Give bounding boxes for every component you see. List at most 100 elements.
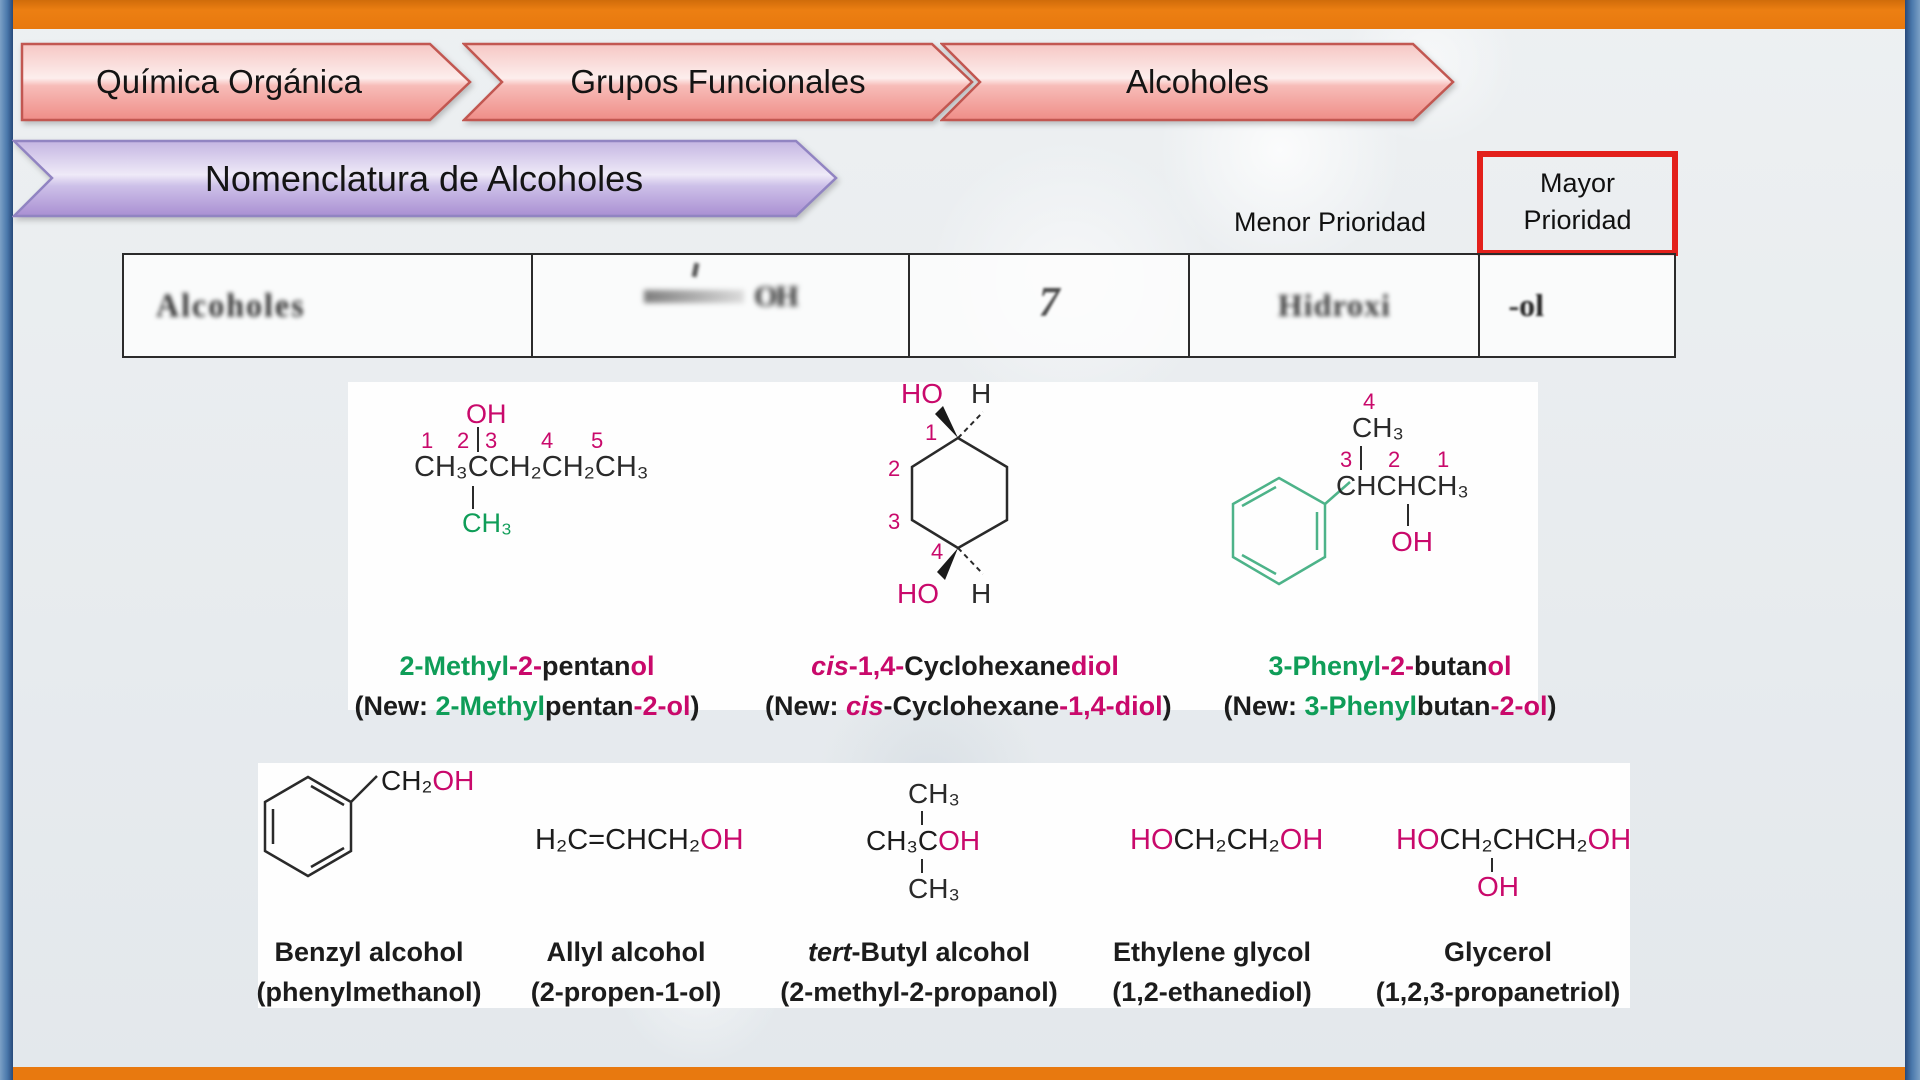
prefix-label: Hidroxi — [1277, 287, 1391, 323]
compound-name-benzyl-alcohol: Benzyl alcohol (phenylmethanol) — [249, 932, 489, 1012]
bond — [1360, 446, 1362, 470]
ethylene-glycol-formula: HOCH₂CH₂OH — [1130, 824, 1324, 856]
bottom-accent-bar — [13, 1067, 1905, 1080]
blur-artifact — [691, 262, 700, 278]
pentanol-formula: CH₃CCH₂CH₂CH₃ — [414, 451, 649, 483]
bond — [921, 811, 923, 825]
hydroxyl-label: OH — [1477, 871, 1519, 902]
carbon-number: 4 — [1363, 389, 1376, 414]
double-bond — [310, 784, 345, 807]
bond — [921, 859, 923, 873]
iupac-name: (2-propen-1-ol) — [530, 977, 722, 1007]
hydroxyl-label: HO — [901, 378, 943, 409]
table-cell-example: 7 — [910, 255, 1191, 356]
carbon-number: 3 — [1340, 447, 1353, 472]
bond-smear-bar — [644, 290, 745, 303]
family-label: Alcoholes — [156, 286, 306, 324]
iupac-name: (2-methyl-2-propanol) — [780, 977, 1058, 1007]
oh-label: OH — [754, 279, 799, 313]
carbon-number: 1 — [925, 420, 938, 445]
right-frame-border — [1905, 0, 1920, 1080]
carbon-number: 4 — [541, 428, 554, 453]
methyl-branch-label: CH₃ — [462, 508, 512, 538]
double-bond — [310, 846, 345, 869]
benzene-ring-black — [263, 775, 378, 878]
dashed-bond — [957, 411, 984, 439]
mayor-prioridad-box: Mayor Prioridad — [1477, 151, 1678, 256]
structures-panel-bottom — [258, 763, 1630, 1008]
name-old: 2-Methyl-2-pentanol — [399, 651, 655, 681]
breadcrumb-label: Grupos Funcionales — [570, 63, 866, 100]
breadcrumb-label: Química Orgánica — [96, 63, 362, 100]
wedge-bond — [937, 548, 958, 580]
functional-group-table: Alcoholes OH 7 Hidroxi -ol — [122, 253, 1676, 358]
table-cell-prefix: Hidroxi — [1190, 255, 1481, 356]
page-title: Nomenclatura de Alcoholes — [204, 157, 644, 199]
title-banner: Nomenclatura de Alcoholes — [10, 139, 838, 218]
compound-name-ethylene-glycol: Ethylene glycol (1,2-ethanediol) — [1082, 932, 1342, 1012]
cyclohexane-ring — [910, 406, 1009, 580]
name-old: 3-Phenyl-2-butanol — [1268, 651, 1512, 681]
hydroxyl-label: HO — [897, 578, 939, 609]
carbon-number: 2 — [457, 428, 470, 453]
benzyl-formula: CH₂OH — [381, 765, 475, 796]
glycerol-formula: HOCH₂CHCH₂OH — [1396, 824, 1632, 856]
compound-name-phenylbutanol: 3-Phenyl-2-butanol (New: 3-Phenylbutan-2… — [1190, 646, 1590, 726]
name-new: (New: 2-Methylpentan-2-ol) — [354, 691, 700, 721]
iupac-name: (1,2,3-propanetriol) — [1375, 977, 1621, 1007]
name-new: (New: 3-Phenylbutan-2-ol) — [1223, 691, 1557, 721]
benzyl-bond — [350, 775, 378, 803]
compound-name-cyclohexanediol: cis-1,4-Cyclohexanediol (New: cis-Cycloh… — [765, 646, 1172, 726]
iupac-name: (1,2-ethanediol) — [1112, 977, 1312, 1007]
hydrogen-label: H — [971, 578, 992, 609]
compound-name-allyl-alcohol: Allyl alcohol (2-propen-1-ol) — [506, 932, 746, 1012]
name-old: cis-1,4-Cyclohexanediol — [811, 651, 1119, 681]
bond — [472, 486, 474, 509]
menor-prioridad-label: Menor Prioridad — [1233, 207, 1427, 237]
compound-name-pentanol: 2-Methyl-2-pentanol (New: 2-Methylpentan… — [347, 646, 707, 726]
breadcrumb-arrow-shape — [20, 42, 472, 122]
hydroxyl-label: OH — [466, 399, 507, 429]
compound-name-tert-butyl-alcohol: tert-Butyl alcohol (2-methyl-2-propanol) — [769, 932, 1069, 1012]
methyl-label: CH₃ — [908, 873, 960, 904]
name-new: (New: cis-Cyclohexane-1,4-diol) — [765, 691, 1172, 721]
breadcrumb-alcoholes: Alcoholes — [940, 42, 1455, 122]
structure-smear: OH — [644, 279, 799, 314]
carbon-number: 3 — [888, 509, 901, 534]
top-accent-bar — [13, 0, 1905, 29]
benzene-ring-green — [1231, 476, 1351, 586]
breadcrumb-arrow-shape — [940, 42, 1455, 122]
hydroxyl-label: OH — [1391, 526, 1433, 557]
suffix-label: -ol — [1508, 287, 1544, 323]
structures-panel-top — [348, 382, 1538, 710]
title-banner-shape — [10, 139, 838, 218]
carbon-number: 4 — [931, 539, 944, 564]
bond — [477, 427, 479, 452]
carbon-number: 1 — [1437, 447, 1450, 472]
double-bond — [1241, 553, 1277, 576]
common-name: Benzyl alcohol — [274, 937, 464, 967]
bond — [1491, 858, 1493, 872]
carbon-number: 2 — [888, 456, 901, 481]
table-cell-suffix: -ol — [1480, 255, 1674, 356]
bond — [1407, 504, 1409, 526]
methyl-label: CH₃ — [908, 778, 960, 809]
carbon-number: 3 — [485, 428, 498, 453]
common-name: Ethylene glycol — [1112, 937, 1312, 967]
breadcrumb-quimica-organica: Química Orgánica — [20, 42, 472, 122]
left-frame-border — [0, 0, 13, 1080]
phenyl-bond — [1324, 481, 1351, 505]
common-name: tert-Butyl alcohol — [807, 937, 1031, 967]
hydrogen-label: H — [971, 378, 992, 409]
methyl-label: CH₃ — [1352, 412, 1404, 443]
dashed-bond — [957, 547, 984, 575]
carbon-number: 2 — [1388, 447, 1401, 472]
breadcrumb-label: Alcoholes — [1125, 63, 1270, 100]
carbon-number: 5 — [591, 428, 604, 453]
allyl-formula: H₂C=CHCH₂OH — [535, 824, 744, 856]
carbon-number: 1 — [421, 428, 434, 453]
tertbutyl-formula: CH₃COH — [866, 825, 981, 856]
common-name: Allyl alcohol — [546, 937, 706, 967]
wedge-bond — [935, 406, 958, 438]
